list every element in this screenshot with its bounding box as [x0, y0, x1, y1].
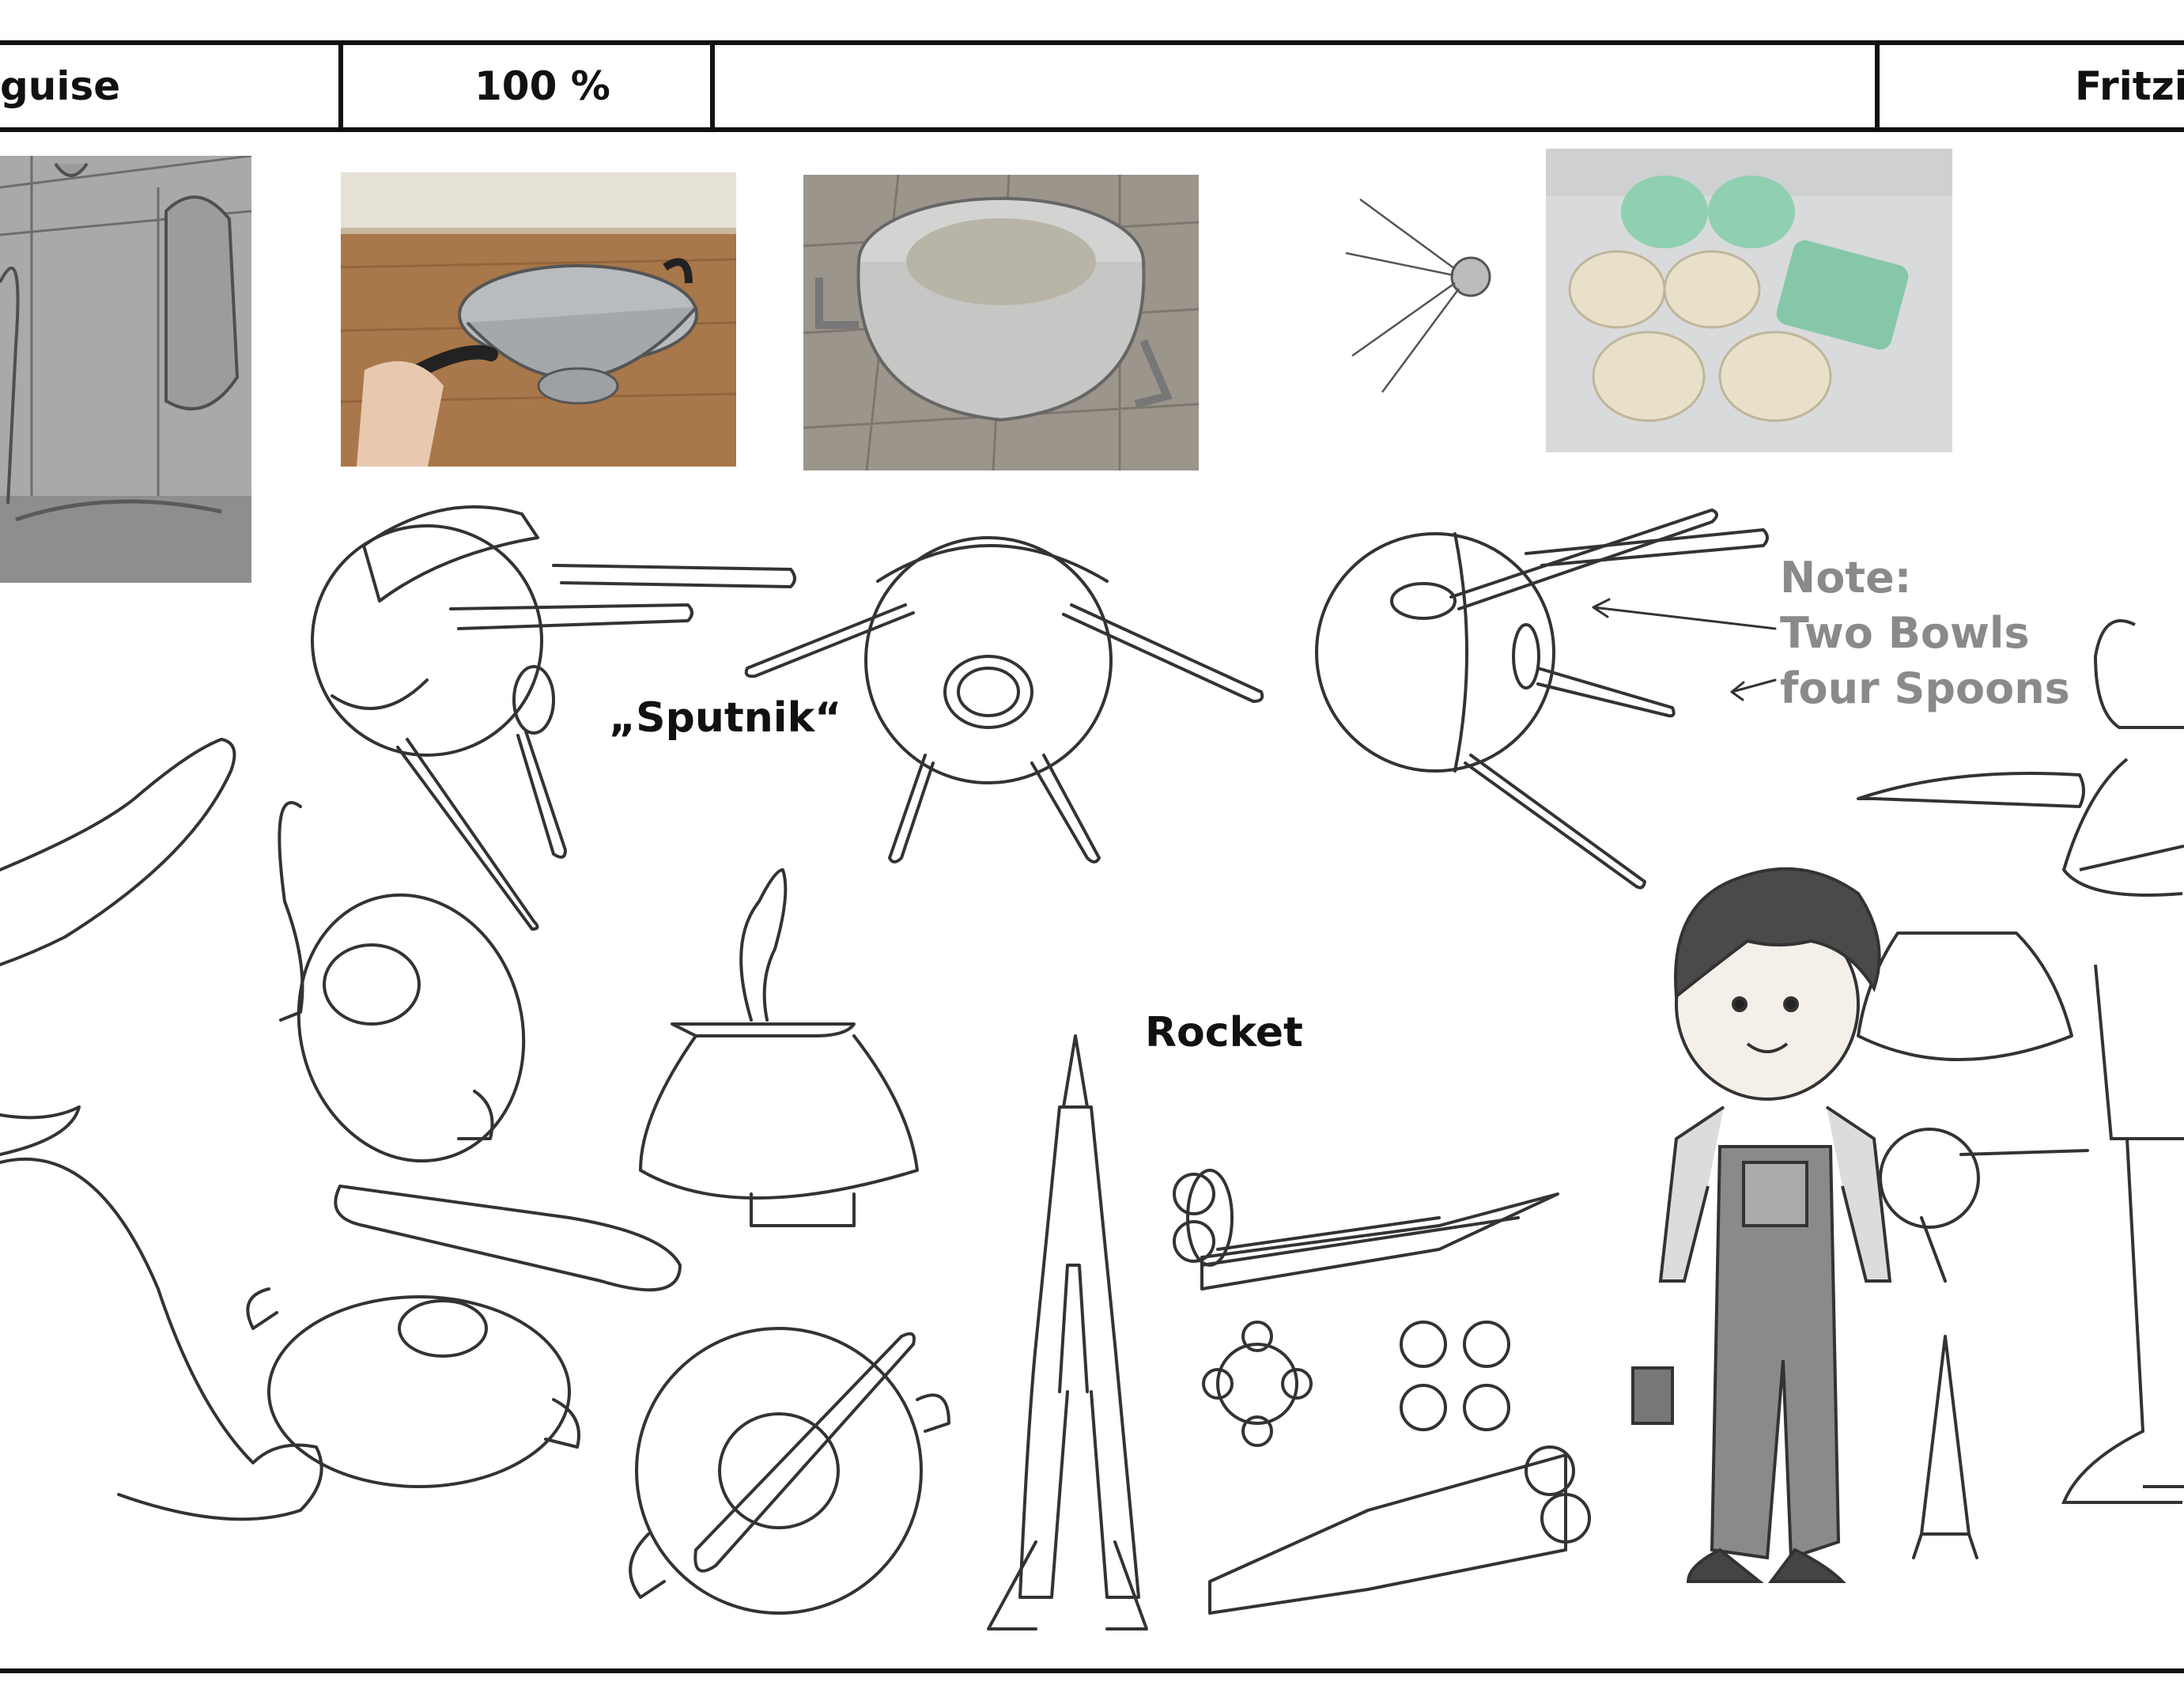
boy-character: [1631, 867, 1892, 1583]
sputnik-label: „Sputnik“: [609, 694, 842, 742]
colander-photo-tiles: [803, 175, 1199, 470]
rocket-sketch-upper: [1173, 1169, 1559, 1290]
sputnik-sketch-1: [311, 505, 796, 931]
header-top-border: [0, 40, 2184, 45]
colander-sketch-small: [1857, 772, 2085, 1061]
storyboard-thumbnail: [0, 156, 251, 583]
sputnik-sketch-small: [1879, 1128, 2089, 1283]
note-line-1: Two Bowls: [1780, 608, 2030, 658]
character-label: Fritzi: [2075, 63, 2184, 109]
sputnik-sketch-2: [744, 536, 1264, 863]
colander-photo-hand: [341, 172, 736, 467]
header-bottom-border: [0, 127, 2184, 132]
note-title: Note:: [1780, 553, 1912, 603]
note-line-2: four Spoons: [1780, 663, 2070, 713]
scene-label: guise: [0, 63, 121, 109]
bowls-photo: [1546, 149, 1952, 452]
colander-sketch-5: [629, 1327, 950, 1615]
bottom-border: [0, 1668, 2184, 1673]
rocket-sketch-small: [1912, 1335, 1978, 1559]
header-divider-2: [710, 40, 715, 132]
rocket-label: Rocket: [1145, 1009, 1303, 1056]
header-divider-1: [338, 40, 343, 132]
sputnik-sketch-3: [1315, 508, 1769, 890]
header-divider-3: [1875, 40, 1880, 132]
zoom-label: 100 %: [474, 63, 610, 109]
colander-sketch-large: [0, 738, 323, 1521]
man-character: [2061, 619, 2184, 1504]
colander-sketch-3: [639, 868, 919, 1227]
rocket-sketch-base-1: [1202, 1321, 1313, 1447]
sputnik-photo: [1344, 198, 1502, 395]
colander-sketch-4: [246, 1185, 682, 1488]
rocket-sketch-vertical: [987, 1034, 1148, 1631]
rocket-sketch-base-2: [1400, 1321, 1510, 1431]
rocket-sketch-lower: [1208, 1445, 1591, 1615]
colander-sketch-2: [278, 801, 526, 1163]
note-block: Note: Two Bowls four Spoons: [1780, 550, 2070, 716]
